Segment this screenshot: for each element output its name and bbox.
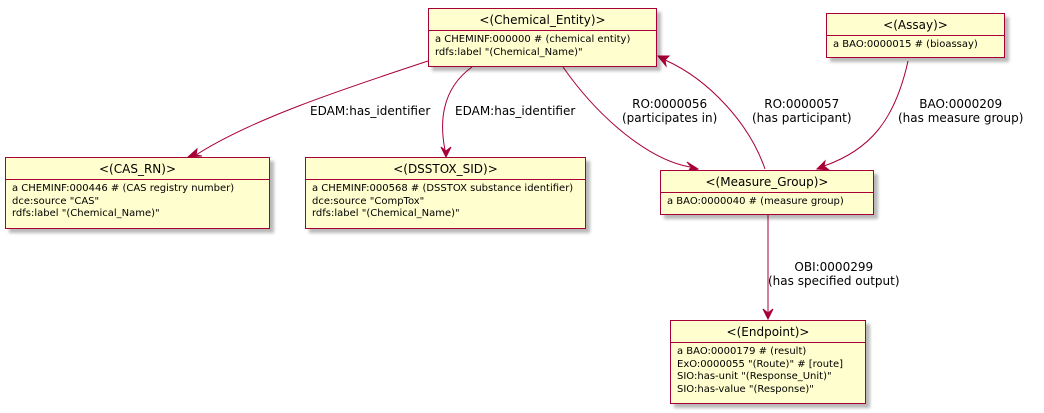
node-chemical-entity: <(Chemical_Entity)> a CHEMINF:000000 # (… xyxy=(428,8,657,67)
node-dsstox-sid: <(DSSTOX_SID)> a CHEMINF:000568 # (DSSTO… xyxy=(305,157,586,229)
edge-label-line: OBI:0000299 xyxy=(794,260,874,274)
edge-label-measure-to-endpoint: OBI:0000299 (has specified output) xyxy=(768,260,900,288)
node-measure-group: <(Measure_Group)> a BAO:0000040 # (measu… xyxy=(660,170,874,215)
node-body: a CHEMINF:000000 # (chemical entity) rdf… xyxy=(429,31,656,63)
node-title: <(DSSTOX_SID)> xyxy=(306,158,585,180)
node-line: ExO:0000055 "(Route)" # [route] xyxy=(677,358,844,370)
edge-label-line: BAO:0000209 xyxy=(919,97,1003,111)
edge-label-line: RO:0000056 xyxy=(632,97,708,111)
edge-label-line: EDAM:has_identifier xyxy=(310,104,431,118)
node-body: a CHEMINF:000568 # (DSSTOX substance ide… xyxy=(306,180,585,225)
node-body: a BAO:0000040 # (measure group) xyxy=(661,193,873,213)
edge-chem-to-cas xyxy=(195,60,429,156)
node-line: dce:source "CompTox" xyxy=(312,195,425,207)
node-assay: <(Assay)> a BAO:0000015 # (bioassay) xyxy=(826,13,1005,58)
arrowhead-endpoint xyxy=(762,308,774,321)
edge-chem-to-dsstox xyxy=(442,66,473,151)
arrowhead-assay-measure xyxy=(815,159,831,171)
node-line: a BAO:0000040 # (measure group) xyxy=(667,196,844,207)
node-line: rdfs:label "(Chemical_Name)" xyxy=(312,208,460,219)
node-line: a BAO:0000015 # (bioassay) xyxy=(833,39,978,50)
node-line: a CHEMINF:000000 # (chemical entity) xyxy=(435,34,631,45)
edge-assay-to-measure xyxy=(823,60,909,167)
edge-label-line: EDAM:has_identifier xyxy=(455,104,576,118)
arrowhead-chem xyxy=(656,55,671,68)
edge-label-chem-to-measure: RO:0000056 (participates in) xyxy=(622,97,717,125)
node-line: dce:source "CAS" xyxy=(12,195,100,207)
node-body: a BAO:0000015 # (bioassay) xyxy=(827,36,1004,56)
node-title: <(Measure_Group)> xyxy=(661,171,873,193)
node-line: rdfs:label "(Chemical_Name)" xyxy=(435,46,583,58)
edge-chem-to-measure xyxy=(562,66,691,168)
arrowhead-dsstox xyxy=(440,146,452,159)
node-line: SIO:has-unit "(Response_Unit)" xyxy=(677,371,832,382)
node-line: a CHEMINF:000568 # (DSSTOX substance ide… xyxy=(312,183,574,194)
edge-label-line: (has measure group) xyxy=(898,111,1024,125)
node-title: <(Assay)> xyxy=(827,14,1004,36)
node-line: a CHEMINF:000446 # (CAS registry number) xyxy=(12,183,235,194)
node-line: SIO:has-value "(Response)" xyxy=(677,383,814,395)
edge-label-chem-to-dsstox: EDAM:has_identifier xyxy=(455,104,575,118)
edge-label-line: RO:0000057 xyxy=(764,97,840,111)
edge-label-line: (has participant) xyxy=(752,111,852,125)
edge-label-assay-to-measure: BAO:0000209 (has measure group) xyxy=(898,97,1023,125)
node-line: rdfs:label "(Chemical_Name)" xyxy=(12,208,160,219)
node-endpoint: <(Endpoint)> a BAO:0000179 # (result) Ex… xyxy=(670,320,866,404)
node-body: a BAO:0000179 # (result) ExO:0000055 "(R… xyxy=(671,343,865,400)
edge-label-chem-to-cas: EDAM:has_identifier xyxy=(310,104,430,118)
arrowhead-cas xyxy=(186,147,203,158)
edge-label-measure-to-chem: RO:0000057 (has participant) xyxy=(752,97,852,125)
node-line: a BAO:0000179 # (result) xyxy=(677,346,807,357)
node-title: <(Endpoint)> xyxy=(671,321,865,343)
node-body: a CHEMINF:000446 # (CAS registry number)… xyxy=(6,180,269,225)
edge-label-line: (participates in) xyxy=(622,111,718,125)
node-title: <(Chemical_Entity)> xyxy=(429,9,656,31)
edge-label-line: (has specified output) xyxy=(768,274,900,288)
node-title: <(CAS_RN)> xyxy=(6,158,269,180)
edge-measure-to-chem xyxy=(664,59,766,170)
node-cas-rn: <(CAS_RN)> a CHEMINF:000446 # (CAS regis… xyxy=(5,157,270,229)
